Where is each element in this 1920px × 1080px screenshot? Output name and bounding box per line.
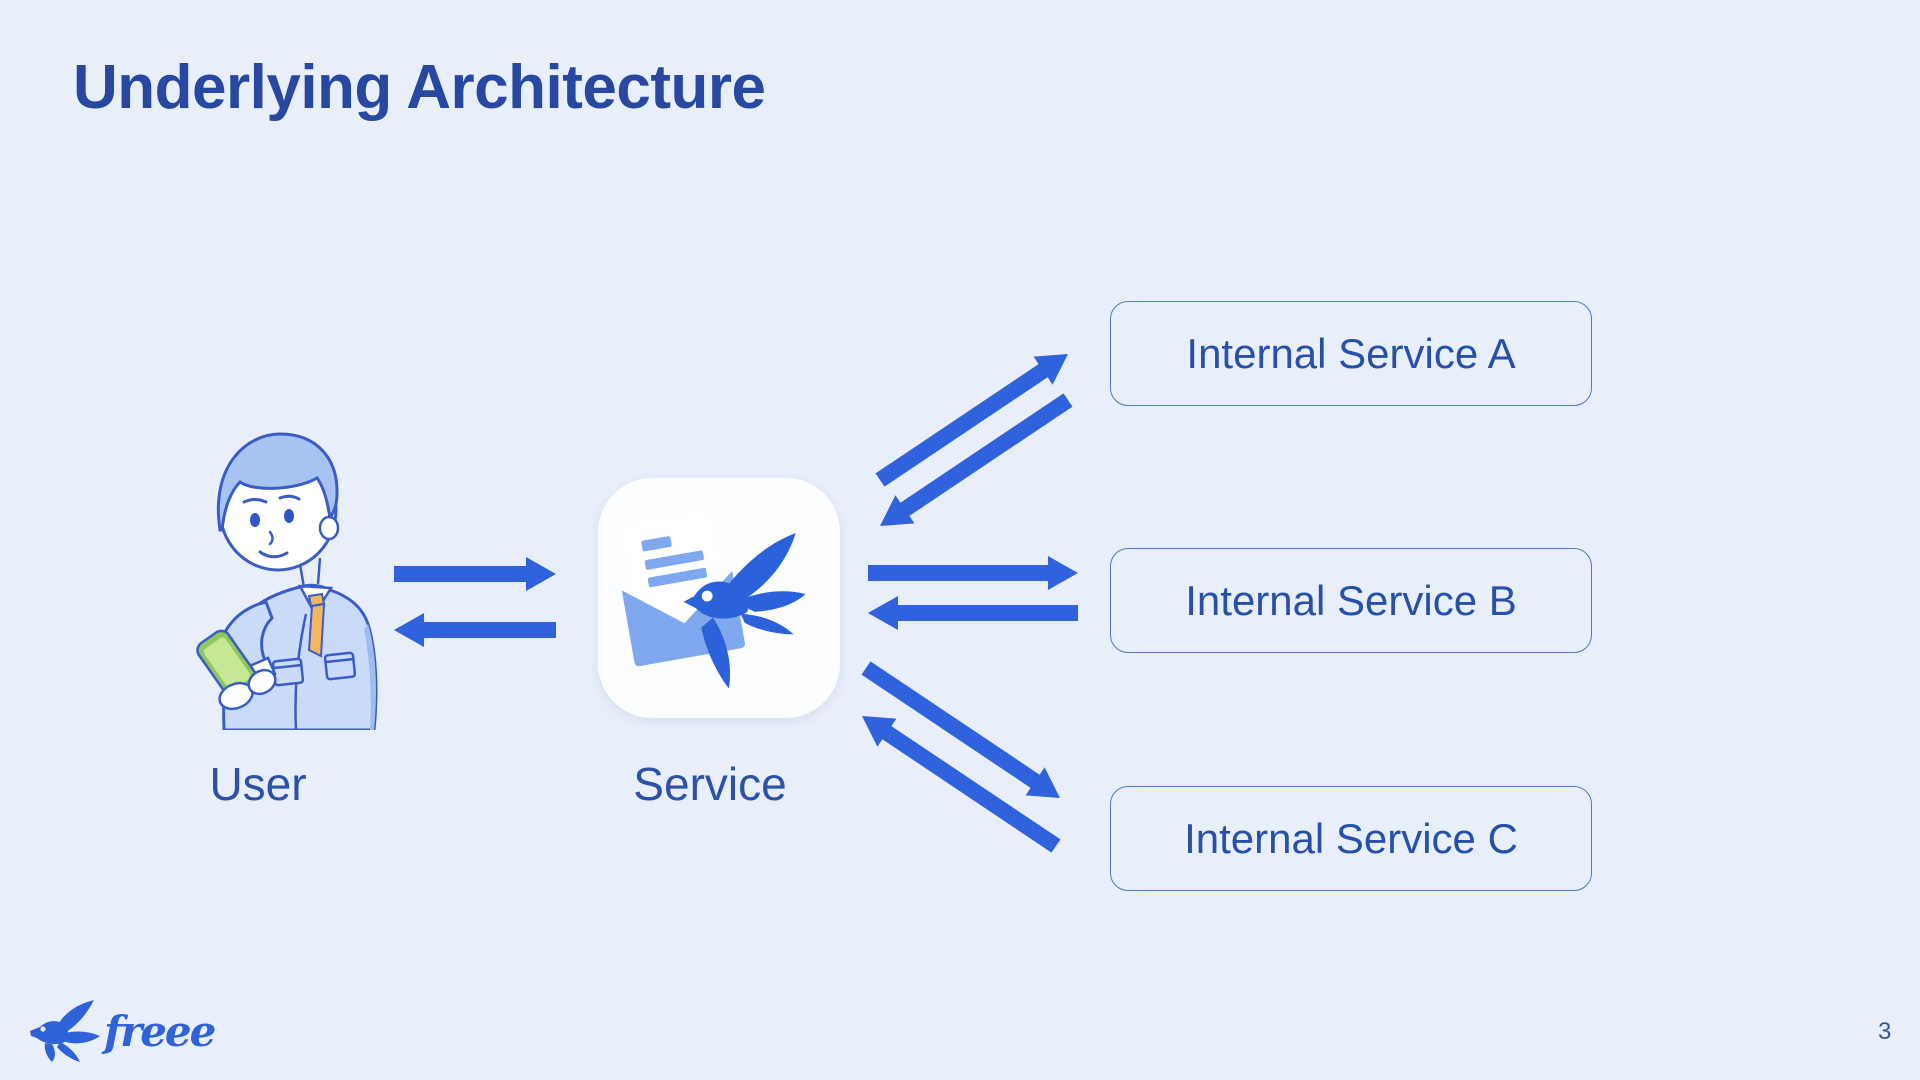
- user-label: User: [209, 758, 307, 810]
- user-with-phone-icon: [196, 432, 378, 732]
- swallow-envelope-icon: [621, 514, 806, 689]
- freee-logo: freee: [26, 1000, 216, 1062]
- logo-wordmark: freee: [104, 1006, 216, 1056]
- internal-service-b-box: Internal Service B: [1110, 548, 1592, 653]
- arrow-internal-a-to-service: [880, 393, 1073, 526]
- arrow-internal-b-to-service: [868, 596, 1078, 630]
- page-title: Underlying Architecture: [73, 53, 766, 122]
- internal-service-a-label: Internal Service A: [1186, 329, 1516, 377]
- arrow-service-to-internal-a: [875, 354, 1068, 487]
- internal-service-c-label: Internal Service C: [1184, 814, 1518, 862]
- arrow-service-to-user: [394, 613, 556, 647]
- page-number: 3: [1878, 1018, 1892, 1045]
- arrow-service-to-internal-b: [868, 556, 1078, 590]
- arrow-service-to-internal-c: [861, 661, 1060, 798]
- internal-service-c-box: Internal Service C: [1110, 786, 1592, 891]
- service-label: Service: [633, 758, 787, 810]
- internal-service-a-box: Internal Service A: [1110, 301, 1592, 406]
- user-illustration: [178, 398, 398, 732]
- arrow-internal-c-to-service: [862, 716, 1061, 853]
- service-node: [598, 478, 840, 718]
- arrow-user-to-service: [394, 557, 556, 591]
- swallow-icon: [30, 1000, 100, 1062]
- internal-service-b-label: Internal Service B: [1185, 576, 1517, 624]
